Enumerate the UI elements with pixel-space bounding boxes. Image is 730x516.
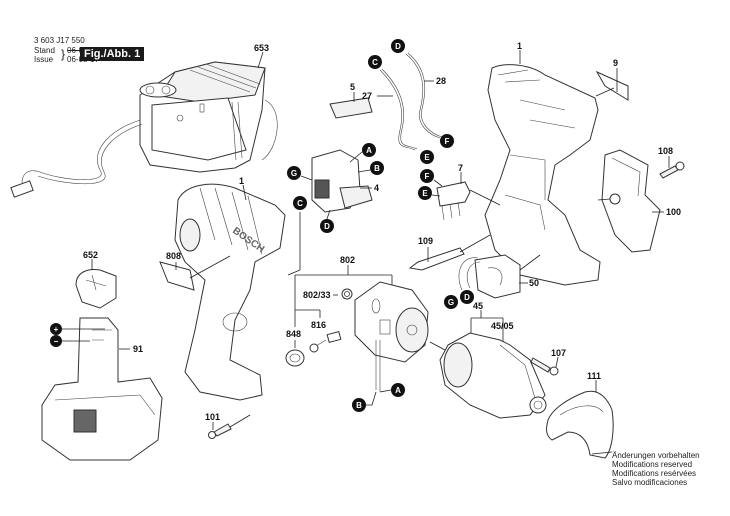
label-1-left: 1 xyxy=(239,176,244,186)
connector-7: 7 xyxy=(436,163,471,221)
clamp-100: 100 xyxy=(601,149,681,253)
wire-28: 28 xyxy=(405,52,446,139)
svg-text:C: C xyxy=(297,199,303,208)
battery-minus-terminal xyxy=(50,335,62,347)
battery-cap-652: 652 xyxy=(75,250,117,309)
label-101: 101 xyxy=(205,412,220,422)
bit-109: 109 xyxy=(408,236,465,271)
note-en: Modifications reserved xyxy=(612,460,693,469)
label-1-right: 1 xyxy=(517,41,522,51)
label-4: 4 xyxy=(374,183,379,193)
housing-half-right: 1 xyxy=(484,41,601,286)
battery-91: 91 xyxy=(41,317,163,461)
svg-text:G: G xyxy=(448,298,454,307)
svg-text:G: G xyxy=(291,169,297,178)
charger-653: 653 xyxy=(10,43,278,198)
svg-text:+: + xyxy=(54,325,59,334)
label-108: 108 xyxy=(658,146,673,156)
label-802: 802 xyxy=(340,255,355,265)
label-45: 45 xyxy=(473,301,483,311)
label-109: 109 xyxy=(418,236,433,246)
label-808: 808 xyxy=(166,251,181,261)
connector-b-motor xyxy=(352,398,366,412)
label-50: 50 xyxy=(529,278,539,288)
connector-d-module xyxy=(460,290,474,304)
connector-markers: D C F E A B G C D xyxy=(50,39,474,412)
note-es: Salvo modificaciones xyxy=(612,478,688,487)
label-28: 28 xyxy=(436,76,446,86)
stand-label: Stand xyxy=(34,46,55,55)
note-fr: Modifications resérvées xyxy=(612,469,697,478)
label-107: 107 xyxy=(551,348,566,358)
electronic-module-50: 50 xyxy=(458,254,539,299)
label-9-part: 9 xyxy=(595,58,629,101)
screw-108: 108 xyxy=(658,146,685,179)
connector-d-top xyxy=(391,39,405,53)
note-de: Änderungen vorbehalten xyxy=(612,451,700,460)
leader-lines xyxy=(429,189,613,455)
screw-101: 101 xyxy=(205,412,251,439)
issue-label: Issue xyxy=(34,55,54,64)
connector-c-switch xyxy=(293,196,307,210)
connector-c-top xyxy=(368,55,382,69)
svg-text:F: F xyxy=(445,137,450,146)
label-5: 5 xyxy=(350,82,355,92)
svg-text:E: E xyxy=(422,189,428,198)
battery-plus-terminal xyxy=(50,323,62,335)
label-100: 100 xyxy=(666,207,681,217)
label-652: 652 xyxy=(83,250,98,260)
connector-f-plug xyxy=(420,169,434,183)
wire-27: 27 xyxy=(362,68,418,151)
label-808-part: 808 xyxy=(159,251,231,291)
connector-d-switch xyxy=(320,219,334,233)
label-45-05: 45/05 xyxy=(491,321,514,331)
label-653: 653 xyxy=(254,43,269,53)
gearbox-45: 45 45/05 xyxy=(439,301,547,419)
motor-802-group: 802 802/33 816 848 xyxy=(285,255,429,392)
sleeve-111: 111 xyxy=(546,371,614,459)
svg-text:A: A xyxy=(366,146,372,155)
label-816: 816 xyxy=(311,320,326,330)
svg-text:−: − xyxy=(54,337,59,346)
label-9: 9 xyxy=(613,58,618,68)
document-number: 3 603 J17 550 xyxy=(34,36,85,45)
label-27: 27 xyxy=(362,91,372,101)
svg-text:E: E xyxy=(424,153,430,162)
svg-text:C: C xyxy=(372,58,378,67)
svg-text:D: D xyxy=(395,42,401,51)
svg-text:B: B xyxy=(374,164,380,173)
screw-107: 107 xyxy=(530,348,566,376)
svg-text:A: A xyxy=(395,386,401,395)
label-111: 111 xyxy=(587,371,601,381)
label-91: 91 xyxy=(133,344,143,354)
svg-text:D: D xyxy=(324,222,330,231)
label-802-33: 802/33 xyxy=(303,290,331,300)
housing-half-left: BOSCH 1 xyxy=(174,176,286,401)
svg-text:F: F xyxy=(425,172,430,181)
connector-a-motor xyxy=(391,383,405,397)
connector-g-switch xyxy=(287,166,301,180)
svg-text:D: D xyxy=(464,293,470,302)
svg-text:B: B xyxy=(356,401,362,410)
figure-label: Fig./Abb. 1 xyxy=(80,47,145,61)
connector-e-wire xyxy=(420,150,434,164)
modification-notes: Änderungen vorbehalten Modifications res… xyxy=(612,451,700,487)
connector-b-switch xyxy=(370,161,384,175)
connector-e-plug xyxy=(418,186,432,200)
connector-a-switch xyxy=(362,143,376,157)
label-848: 848 xyxy=(286,329,301,339)
connector-g-module xyxy=(444,295,458,309)
connector-f-wire xyxy=(440,134,454,148)
label-7: 7 xyxy=(458,163,463,173)
switch-4: 5 4 xyxy=(287,82,379,276)
brace: } xyxy=(61,47,66,61)
